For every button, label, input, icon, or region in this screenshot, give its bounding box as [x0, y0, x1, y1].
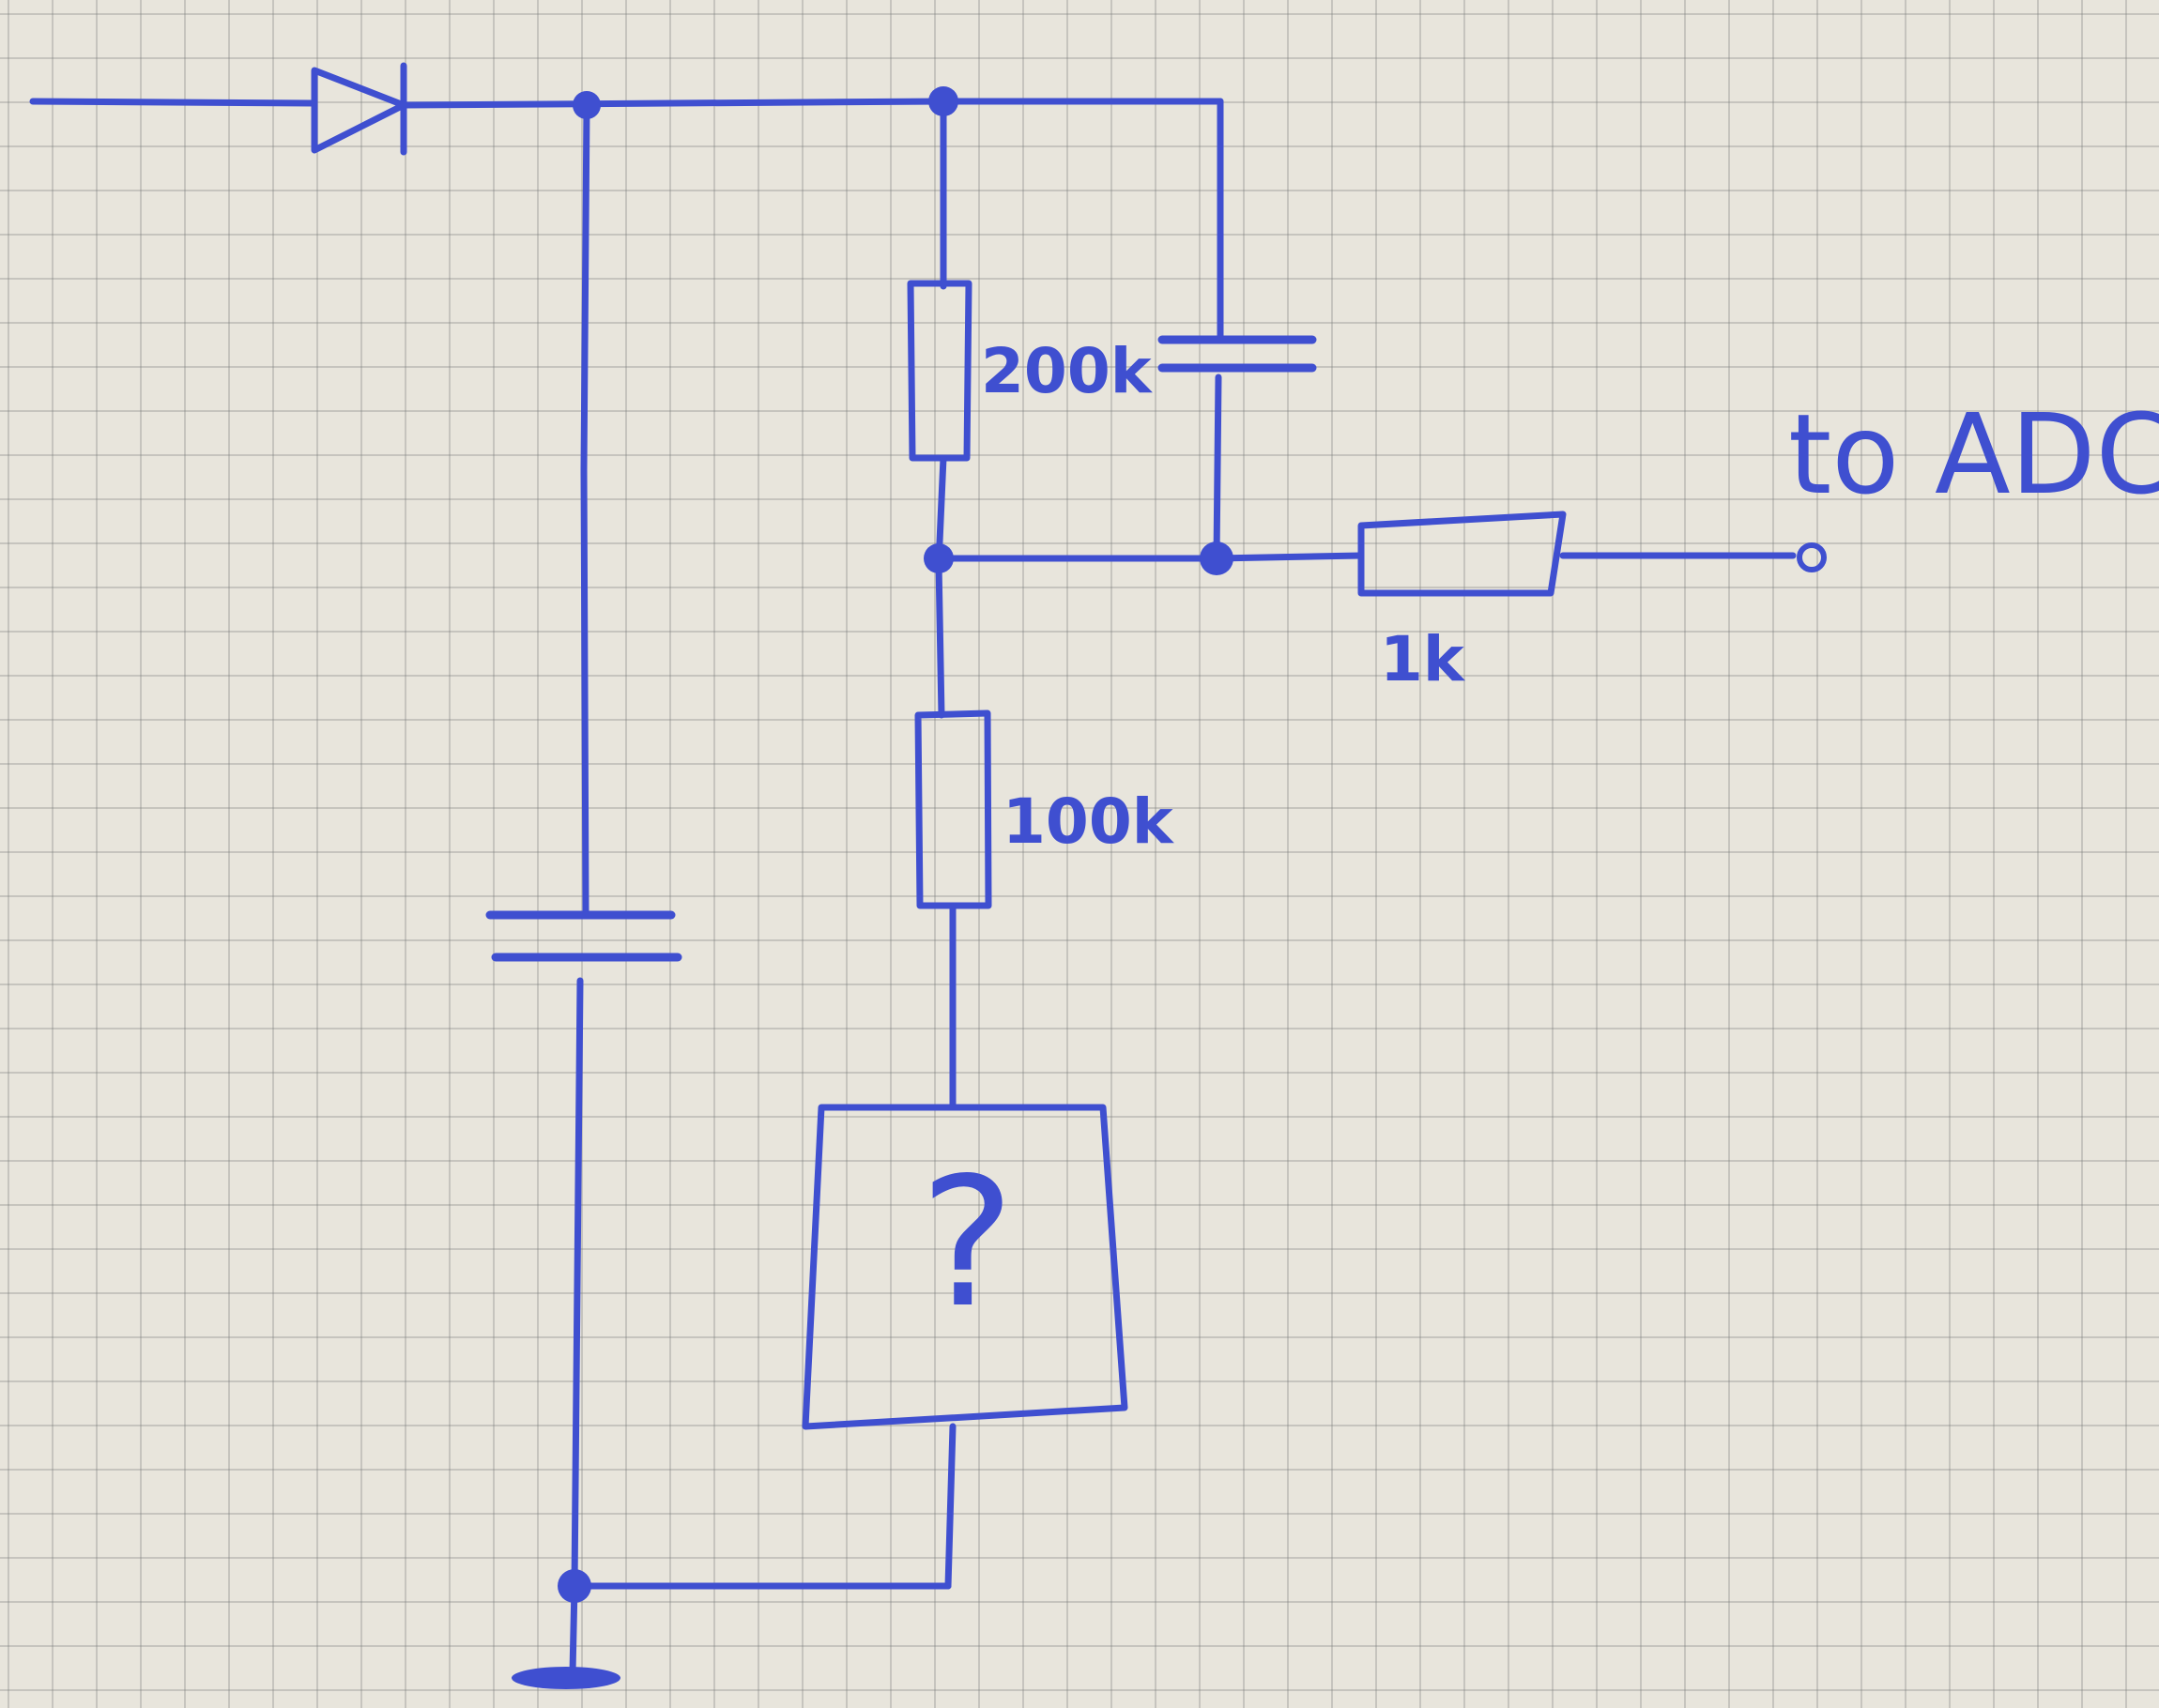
junction-dot-left-top: [573, 91, 601, 119]
junction-dot-middle-top: [928, 86, 958, 116]
right-branch-wire-lower: [1213, 374, 1222, 562]
input-wire: [29, 98, 318, 107]
right-capacitor: [1157, 335, 1317, 373]
middle-column-wire-mid: [935, 454, 947, 719]
output-label: to ADC: [1788, 389, 2159, 519]
diode: [311, 62, 407, 156]
top-rail-wire: [400, 98, 1224, 109]
resistor-100k-label: 100k: [1003, 785, 1175, 858]
ground-symbol: [512, 1667, 620, 1689]
unknown-block-label: ?: [920, 1139, 1015, 1347]
resistor-200k: [907, 280, 972, 462]
output-terminal: [1797, 542, 1827, 572]
resistor-1k: [1357, 511, 1567, 597]
left-capacitor: [485, 910, 682, 962]
resistor-1k-label: 1k: [1380, 623, 1466, 695]
resistor-100k: [914, 709, 992, 909]
left-branch-wire-upper: [580, 101, 590, 919]
junction-dot-middle-center: [924, 543, 954, 573]
left-branch-wire-lower: [571, 977, 584, 1590]
resistor-200k-label: 200k: [981, 335, 1154, 407]
unknown-block-lower-wire: [944, 1423, 957, 1590]
junction-dot-right-center: [1200, 541, 1233, 575]
output-junction-wire: [935, 552, 1365, 562]
unknown-block: [802, 1104, 1128, 1430]
junction-dot-ground: [558, 1569, 591, 1603]
